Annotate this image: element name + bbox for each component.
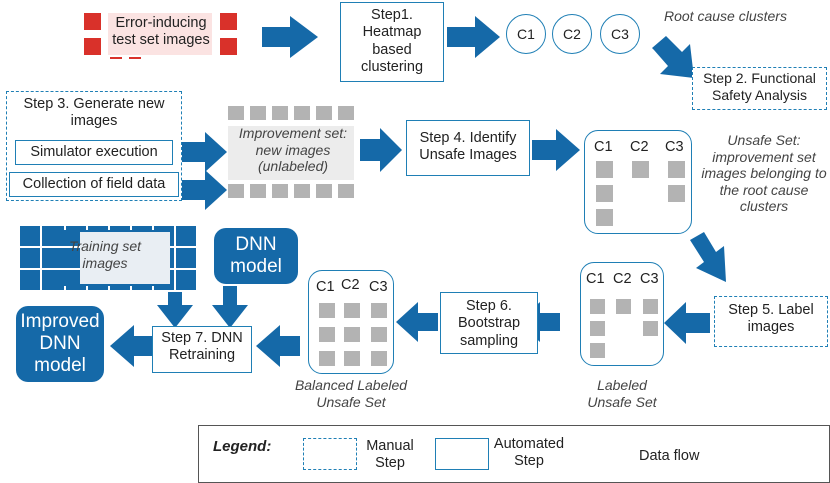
arrow-improvement-to-step4 <box>360 128 402 172</box>
balanced-set-label: Balanced Labeled Unsafe Set <box>294 377 408 410</box>
unsafe-c1: C1 <box>594 139 613 155</box>
improvement-set-grid <box>228 106 358 198</box>
field-data-box: Collection of field data <box>9 172 179 197</box>
unsafe-set-box: C1 C2 C3 <box>584 130 692 234</box>
step6-box: Step 6. Bootstrap sampling <box>440 292 538 354</box>
step2-label: Step 2. Functional Safety Analysis <box>703 70 816 103</box>
step6-label: Step 6. Bootstrap sampling <box>457 298 521 349</box>
arrow-images-to-step1 <box>262 16 318 58</box>
labeled-c1: C1 <box>586 271 605 287</box>
training-set-grid <box>20 226 196 290</box>
simulator-execution-label: Simulator execution <box>30 144 158 160</box>
dnn-model-label: DNN model <box>230 234 282 277</box>
legend-flow-label: Data flow <box>639 448 700 464</box>
unsafe-c2: C2 <box>630 139 649 155</box>
unsafe-set-label: Unsafe Set: improvement set images belon… <box>701 132 827 215</box>
improved-dnn-box: Improved DNN model <box>16 306 104 382</box>
cluster-c1: C1 <box>506 14 546 54</box>
step3-title: Step 3. Generate new images <box>23 96 165 130</box>
legend-automated-label: Automated Step <box>493 436 565 470</box>
arrow-step7-to-improved <box>110 325 152 367</box>
arrow-unsafe-to-step5 <box>690 232 726 282</box>
step3-box: Step 3. Generate new images Simulator ex… <box>6 91 182 201</box>
labeled-c3: C3 <box>640 271 659 287</box>
improvement-set-label: Improvement set: new images (unlabeled) <box>238 125 348 175</box>
arrow-sim-to-improvement <box>182 132 227 172</box>
dnn-model-box: DNN model <box>214 228 298 284</box>
balanced-c2: C2 <box>341 277 360 293</box>
arrow-dnn-to-step7 <box>212 286 248 328</box>
arrow-training-to-step7 <box>157 292 193 328</box>
step5-box: Step 5. Label images <box>714 296 828 347</box>
unsafe-c3: C3 <box>665 139 684 155</box>
cluster-c2: C2 <box>552 14 592 54</box>
legend-box: Legend: Manual Step Automated Step Data … <box>198 425 830 483</box>
root-cause-label: Root cause clusters <box>664 8 787 24</box>
step7-box: Step 7. DNN Retraining <box>152 326 252 373</box>
improved-dnn-label: Improved DNN model <box>20 311 100 376</box>
simulator-execution-box: Simulator execution <box>15 140 173 165</box>
step7-label: Step 7. DNN Retraining <box>161 330 243 364</box>
arrow-clusters-to-step2 <box>652 36 694 78</box>
cluster-c3: C3 <box>600 14 640 54</box>
step5-label: Step 5. Label images <box>728 302 814 336</box>
arrow-step1-to-clusters <box>447 16 500 58</box>
step1-box: Step1. Heatmap based clustering <box>340 2 444 82</box>
step2-box: Step 2. Functional Safety Analysis <box>692 67 827 110</box>
training-set-label: Training set images <box>68 238 142 271</box>
field-data-label: Collection of field data <box>22 176 166 192</box>
arrow-step4-to-unsafe <box>532 129 580 171</box>
legend-title: Legend: <box>213 438 272 455</box>
step4-label: Step 4. Identify Unsafe Images <box>419 130 517 164</box>
balanced-set-box: C1 C2 C3 <box>308 270 394 374</box>
balanced-c1: C1 <box>316 279 335 295</box>
legend-manual-swatch <box>303 438 357 470</box>
error-images-label: Error-inducing test set images <box>112 15 210 49</box>
legend-manual-label: Manual Step <box>366 438 414 472</box>
arrow-step5-to-labeled <box>664 302 710 344</box>
step1-label: Step1. Heatmap based clustering <box>360 7 424 76</box>
arrow-field-to-improvement <box>182 170 227 210</box>
labeled-set-label: Labeled Unsafe Set <box>587 377 657 410</box>
labeled-set-box: C1 C2 C3 <box>580 262 664 366</box>
arrow-labeled-to-step6 <box>518 302 560 342</box>
labeled-c2: C2 <box>613 271 632 287</box>
arrow-balanced-to-step7 <box>256 325 300 367</box>
legend-automated-swatch <box>435 438 489 470</box>
error-images-grid <box>84 13 237 60</box>
arrow-step6-to-balanced <box>396 302 438 342</box>
step4-box: Step 4. Identify Unsafe Images <box>406 120 530 176</box>
balanced-c3: C3 <box>369 279 388 295</box>
